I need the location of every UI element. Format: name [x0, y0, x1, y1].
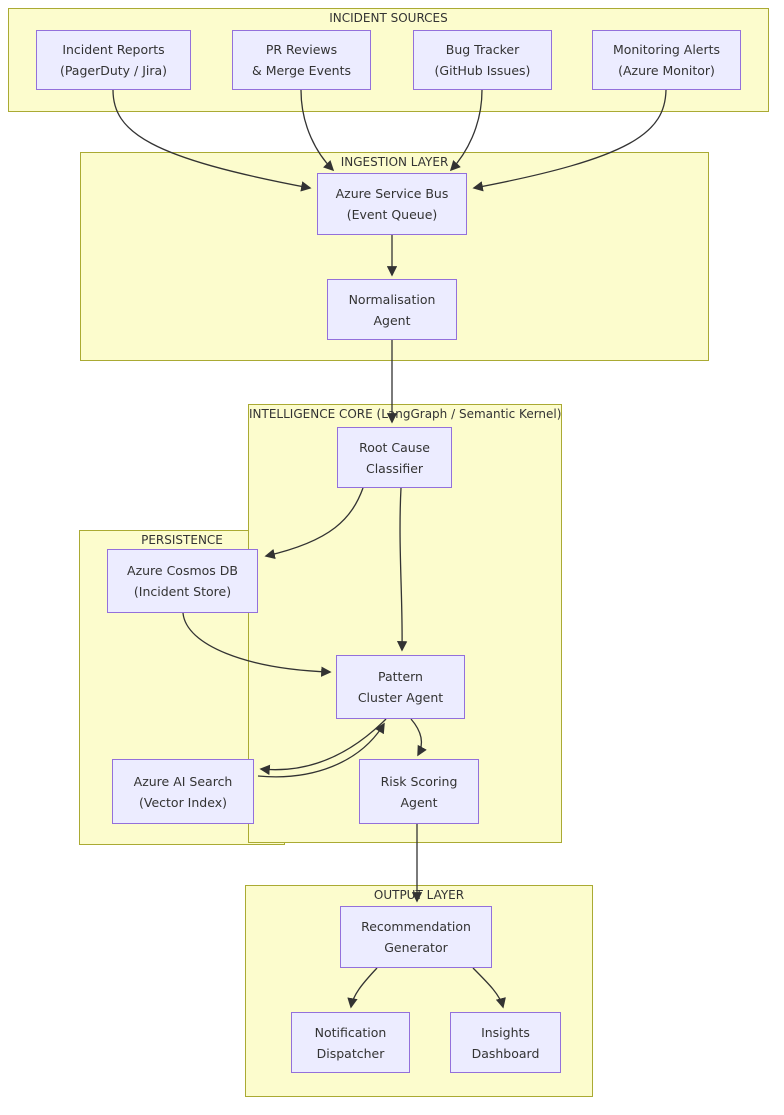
cluster-output-layer-label: OUTPUT LAYER [373, 888, 465, 902]
node-pr-reviews: PR Reviews & Merge Events [232, 30, 371, 90]
node-recommendation-generator: Recommendation Generator [340, 906, 492, 968]
node-monitoring-alerts: Monitoring Alerts (Azure Monitor) [592, 30, 741, 90]
cluster-intelligence-core-label: INTELLIGENCE CORE (LangGraph / Semantic … [249, 407, 562, 421]
node-azure-ai-search: Azure AI Search (Vector Index) [112, 759, 254, 824]
cluster-persistence-label: PERSISTENCE [141, 533, 223, 547]
cluster-incident-sources-label: INCIDENT SOURCES [329, 11, 448, 25]
node-azure-cosmos-db: Azure Cosmos DB (Incident Store) [107, 549, 258, 613]
node-root-cause-classifier: Root Cause Classifier [337, 427, 452, 488]
node-risk-scoring-agent: Risk Scoring Agent [359, 759, 479, 824]
node-azure-service-bus: Azure Service Bus (Event Queue) [317, 173, 467, 235]
node-pattern-cluster-agent: Pattern Cluster Agent [336, 655, 465, 719]
node-notification-dispatcher: Notification Dispatcher [291, 1012, 410, 1073]
node-normalisation-agent: Normalisation Agent [327, 279, 457, 340]
cluster-ingestion-layer-label: INGESTION LAYER [340, 155, 449, 169]
node-insights-dashboard: Insights Dashboard [450, 1012, 561, 1073]
node-bug-tracker: Bug Tracker (GitHub Issues) [413, 30, 552, 90]
node-incident-reports: Incident Reports (PagerDuty / Jira) [36, 30, 191, 90]
